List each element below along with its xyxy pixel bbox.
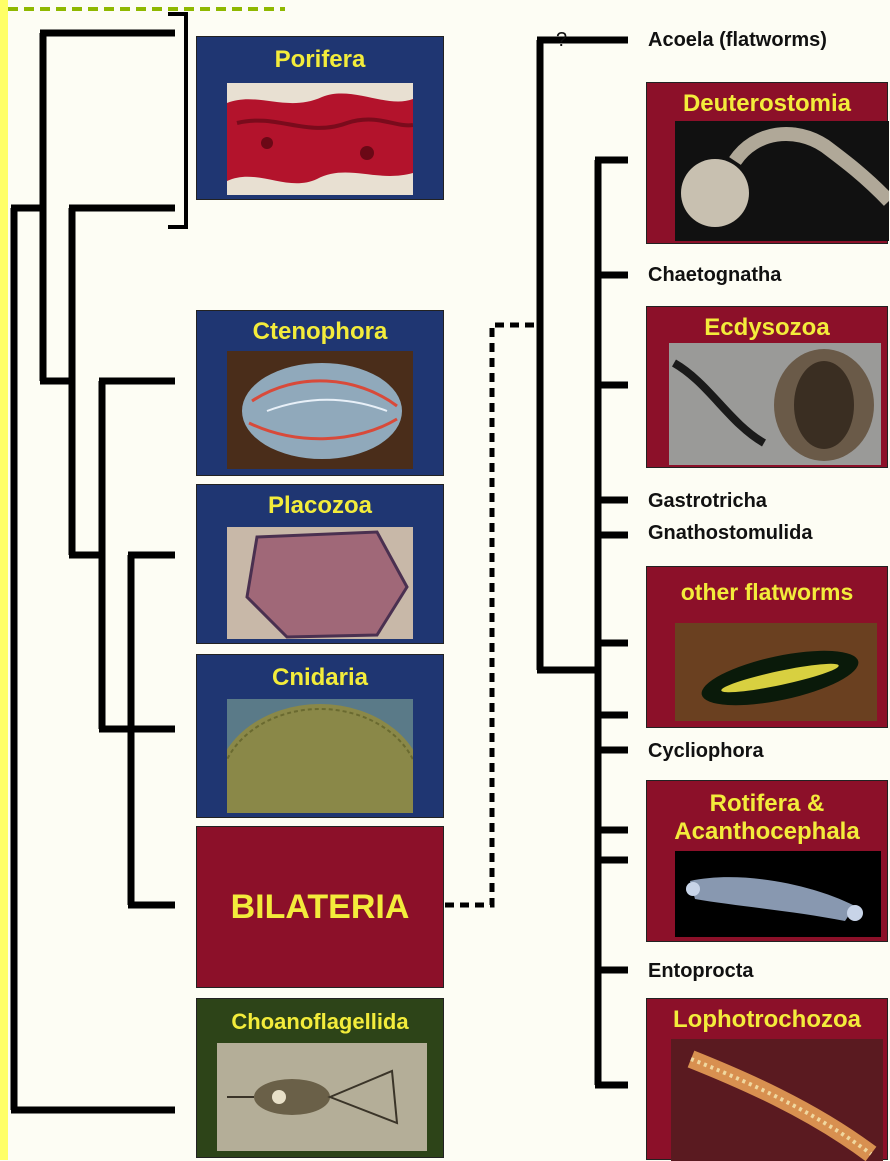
rotifera-panel: Rotifera & Acanthocephala bbox=[646, 780, 888, 942]
cnidaria-panel: Cnidaria bbox=[196, 654, 444, 818]
other-flatworms-panel: other flatworms bbox=[646, 566, 888, 728]
cnidaria-photo bbox=[227, 699, 413, 813]
ctenophora-panel: Ctenophora bbox=[196, 310, 444, 476]
rotifera-title-line2: Acanthocephala bbox=[647, 819, 887, 845]
bilateria-title: BILATERIA bbox=[197, 827, 443, 987]
bilateria-root bbox=[537, 40, 598, 670]
placozoa-title: Placozoa bbox=[197, 493, 443, 519]
cnidaria-title: Cnidaria bbox=[197, 665, 443, 691]
ecdysozoa-title: Ecdysozoa bbox=[647, 315, 887, 341]
lophotrochozoa-photo bbox=[671, 1039, 883, 1161]
placozoa-panel: Placozoa bbox=[196, 484, 444, 644]
other-flatworms-title: other flatworms bbox=[647, 579, 887, 605]
entoprocta-label: Entoprocta bbox=[648, 960, 754, 982]
porifera-title: Porifera bbox=[197, 47, 443, 73]
deuterostomia-photo bbox=[675, 121, 889, 241]
bilateria-spine-lower bbox=[595, 830, 628, 1085]
ecdysozoa-panel: Ecdysozoa bbox=[646, 306, 888, 468]
other-flatworms-photo bbox=[675, 623, 877, 721]
choanoflagellida-title: Choanoflagellida bbox=[197, 1009, 443, 1035]
acoela-label: Acoela (flatworms) bbox=[648, 29, 827, 51]
gnathostomulida-label: Gnathostomulida bbox=[648, 522, 812, 544]
deuterostomia-title: Deuterostomia bbox=[647, 91, 887, 117]
porifera-bracket bbox=[168, 14, 186, 227]
placozoa-photo bbox=[227, 527, 413, 639]
root-branch bbox=[11, 208, 175, 1110]
bilateria-panel: BILATERIA bbox=[196, 826, 444, 988]
ctenophora-title: Ctenophora bbox=[197, 319, 443, 345]
rotifera-photo bbox=[675, 851, 881, 937]
chaetognatha-label: Chaetognatha bbox=[648, 264, 781, 286]
acoela-question-mark: ? bbox=[556, 29, 567, 51]
lophotrochozoa-panel: Lophotrochozoa bbox=[646, 998, 888, 1160]
ctenophora-photo bbox=[227, 351, 413, 469]
porifera-panel: Porifera bbox=[196, 36, 444, 200]
bilateria-dashed-link bbox=[445, 325, 540, 905]
porifera-photo bbox=[227, 83, 413, 195]
cycliophora-label: Cycliophora bbox=[648, 740, 764, 762]
rotifera-title-line1: Rotifera & bbox=[647, 791, 887, 817]
choanoflagellida-photo bbox=[217, 1043, 427, 1151]
choanoflagellida-panel: Choanoflagellida bbox=[196, 998, 444, 1158]
ecdysozoa-photo bbox=[669, 343, 881, 465]
lophotrochozoa-title: Lophotrochozoa bbox=[647, 1007, 887, 1033]
deuterostomia-panel: Deuterostomia bbox=[646, 82, 888, 244]
gastrotricha-label: Gastrotricha bbox=[648, 490, 767, 512]
